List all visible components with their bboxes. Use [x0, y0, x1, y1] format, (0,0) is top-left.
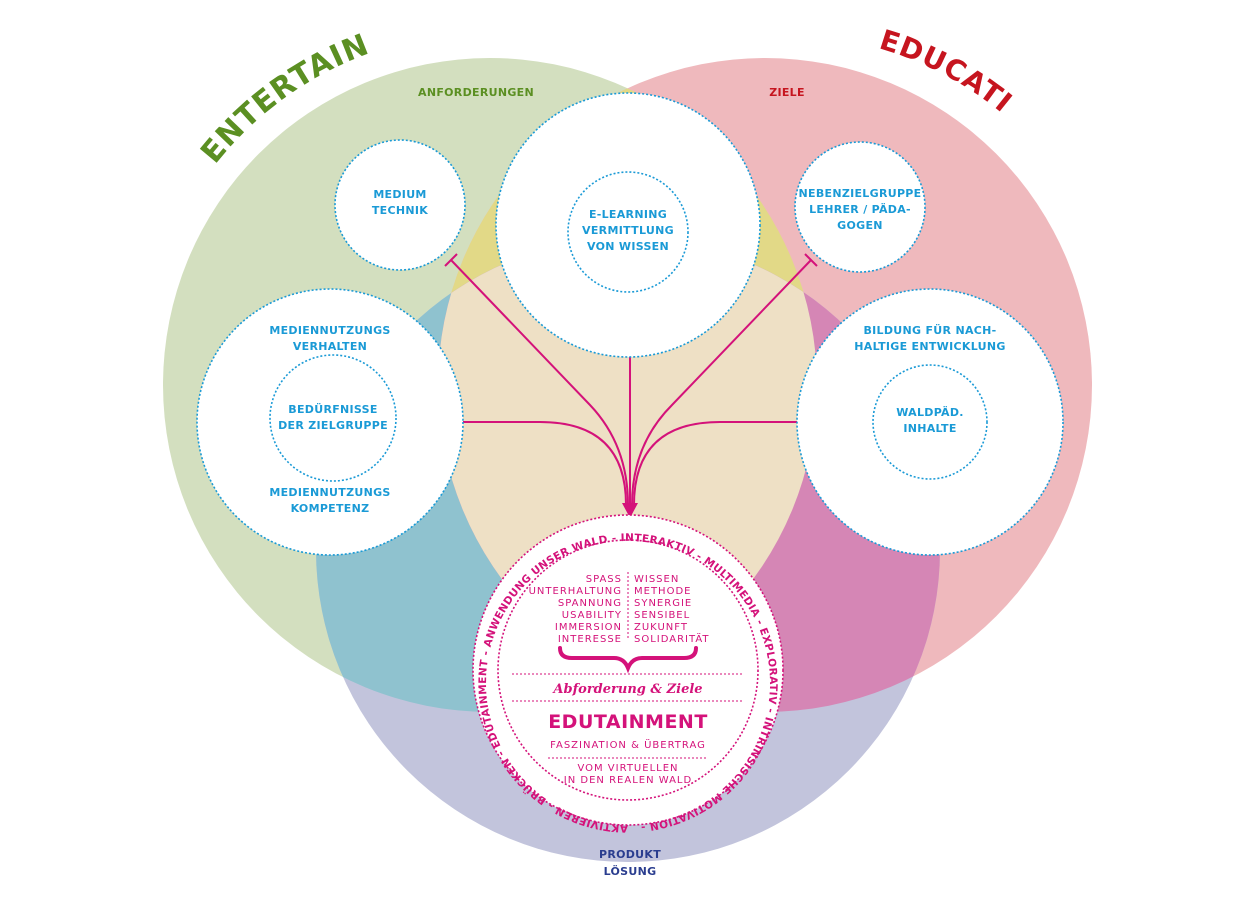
word-left-5: IMMERSION: [555, 622, 622, 633]
word-left-3: SPANNUNG: [558, 598, 622, 609]
word-right-6: SOLIDARITÄT: [634, 632, 710, 645]
word-left-1: SPASS: [586, 574, 622, 585]
nebenzielgruppe-line1: NEBENZIELGRUPPE: [799, 187, 922, 200]
label-anforderungen: ANFORDERUNGEN: [418, 86, 534, 99]
word-right-1: WISSEN: [634, 574, 679, 585]
e-learning-line1: E-LEARNING: [589, 208, 667, 221]
connector-nebenzielgruppe-cap: [804, 253, 818, 267]
curly-brace: [558, 646, 698, 674]
e-learning-line3: VON WISSEN: [587, 240, 669, 253]
e-learning-line2: VERMITTLUNG: [582, 224, 674, 237]
right-words: WISSEN METHODE SYNERGIE SENSIBEL ZUKUNFT…: [634, 574, 710, 645]
beduerfnisse-line1: BEDÜRFNISSE: [288, 402, 377, 416]
connector-medium-technik-cap: [444, 253, 458, 267]
word-left-2: UNTERHALTUNG: [529, 586, 622, 597]
seal-footer-line1: VOM VIRTUELLEN: [577, 763, 678, 774]
label-produkt: PRODUKT: [599, 848, 661, 861]
waldpaed-line2: INHALTE: [903, 422, 956, 435]
left-words: SPASS UNTERHALTUNG SPANNUNG USABILITY IM…: [529, 574, 622, 645]
waldpaed-line1: WALDPÄD.: [896, 405, 964, 419]
node-medium-technik: MEDIUM TECHNIK: [334, 139, 466, 271]
connector-beduerfnisse: [395, 421, 627, 506]
word-right-2: METHODE: [634, 586, 691, 597]
beduerfnisse-line2: DER ZIELGRUPPE: [278, 419, 388, 432]
node-nebenzielgruppe: NEBENZIELGRUPPE LEHRER / PÄDA- GOGEN: [794, 141, 926, 273]
mediennutzungs-verhalten-line1: MEDIENNUTZUNGS: [269, 324, 390, 337]
word-left-6: INTERESSE: [558, 634, 622, 645]
node-bildung: BILDUNG FÜR NACH- HALTIGE ENTWICKLUNG WA…: [796, 288, 1064, 556]
nebenzielgruppe-line3: GOGEN: [837, 219, 883, 232]
word-right-5: ZUKUNFT: [634, 622, 688, 633]
mediennutzungs-verhalten-line2: VERHALTEN: [293, 340, 367, 353]
arrowhead: [622, 503, 638, 518]
medium-line1: MEDIUM: [373, 188, 426, 201]
mediennutzungs-kompetenz-line1: MEDIENNUTZUNGS: [269, 486, 390, 499]
bildung-line1: BILDUNG FÜR NACH-: [863, 323, 996, 337]
label-loesung: LÖSUNG: [604, 864, 657, 878]
bildung-line2: HALTIGE ENTWICKLUNG: [854, 340, 1005, 353]
node-mediennutzung: MEDIENNUTZUNGS VERHALTEN BEDÜRFNISSE DER…: [196, 288, 464, 556]
seal-tagline: FASZINATION & ÜBERTRAG: [550, 738, 706, 751]
connector-medium-technik: [450, 259, 629, 506]
word-left-4: USABILITY: [562, 610, 622, 621]
seal-subtitle: Abforderung & Ziele: [551, 682, 702, 697]
seal-title: EDUTAINMENT: [548, 711, 708, 733]
connector-nebenzielgruppe: [631, 259, 812, 506]
edutainment-seal: AKTIVIEREN - BRÜCKEN - EDUTAINMENT - ANW…: [472, 514, 784, 834]
word-right-4: SENSIBEL: [634, 610, 690, 621]
label-ziele: ZIELE: [769, 86, 805, 99]
node-e-learning: E-LEARNING VERMITTLUNG VON WISSEN: [495, 92, 761, 358]
connector-waldpaed: [633, 421, 866, 506]
nebenzielgruppe-line2: LEHRER / PÄDA-: [809, 202, 911, 216]
word-right-3: SYNERGIE: [634, 598, 692, 609]
seal-footer-line2: IN DEN REALEN WALD: [564, 775, 692, 786]
technik-line2: TECHNIK: [372, 204, 428, 217]
mediennutzungs-kompetenz-line2: KOMPETENZ: [291, 502, 370, 515]
